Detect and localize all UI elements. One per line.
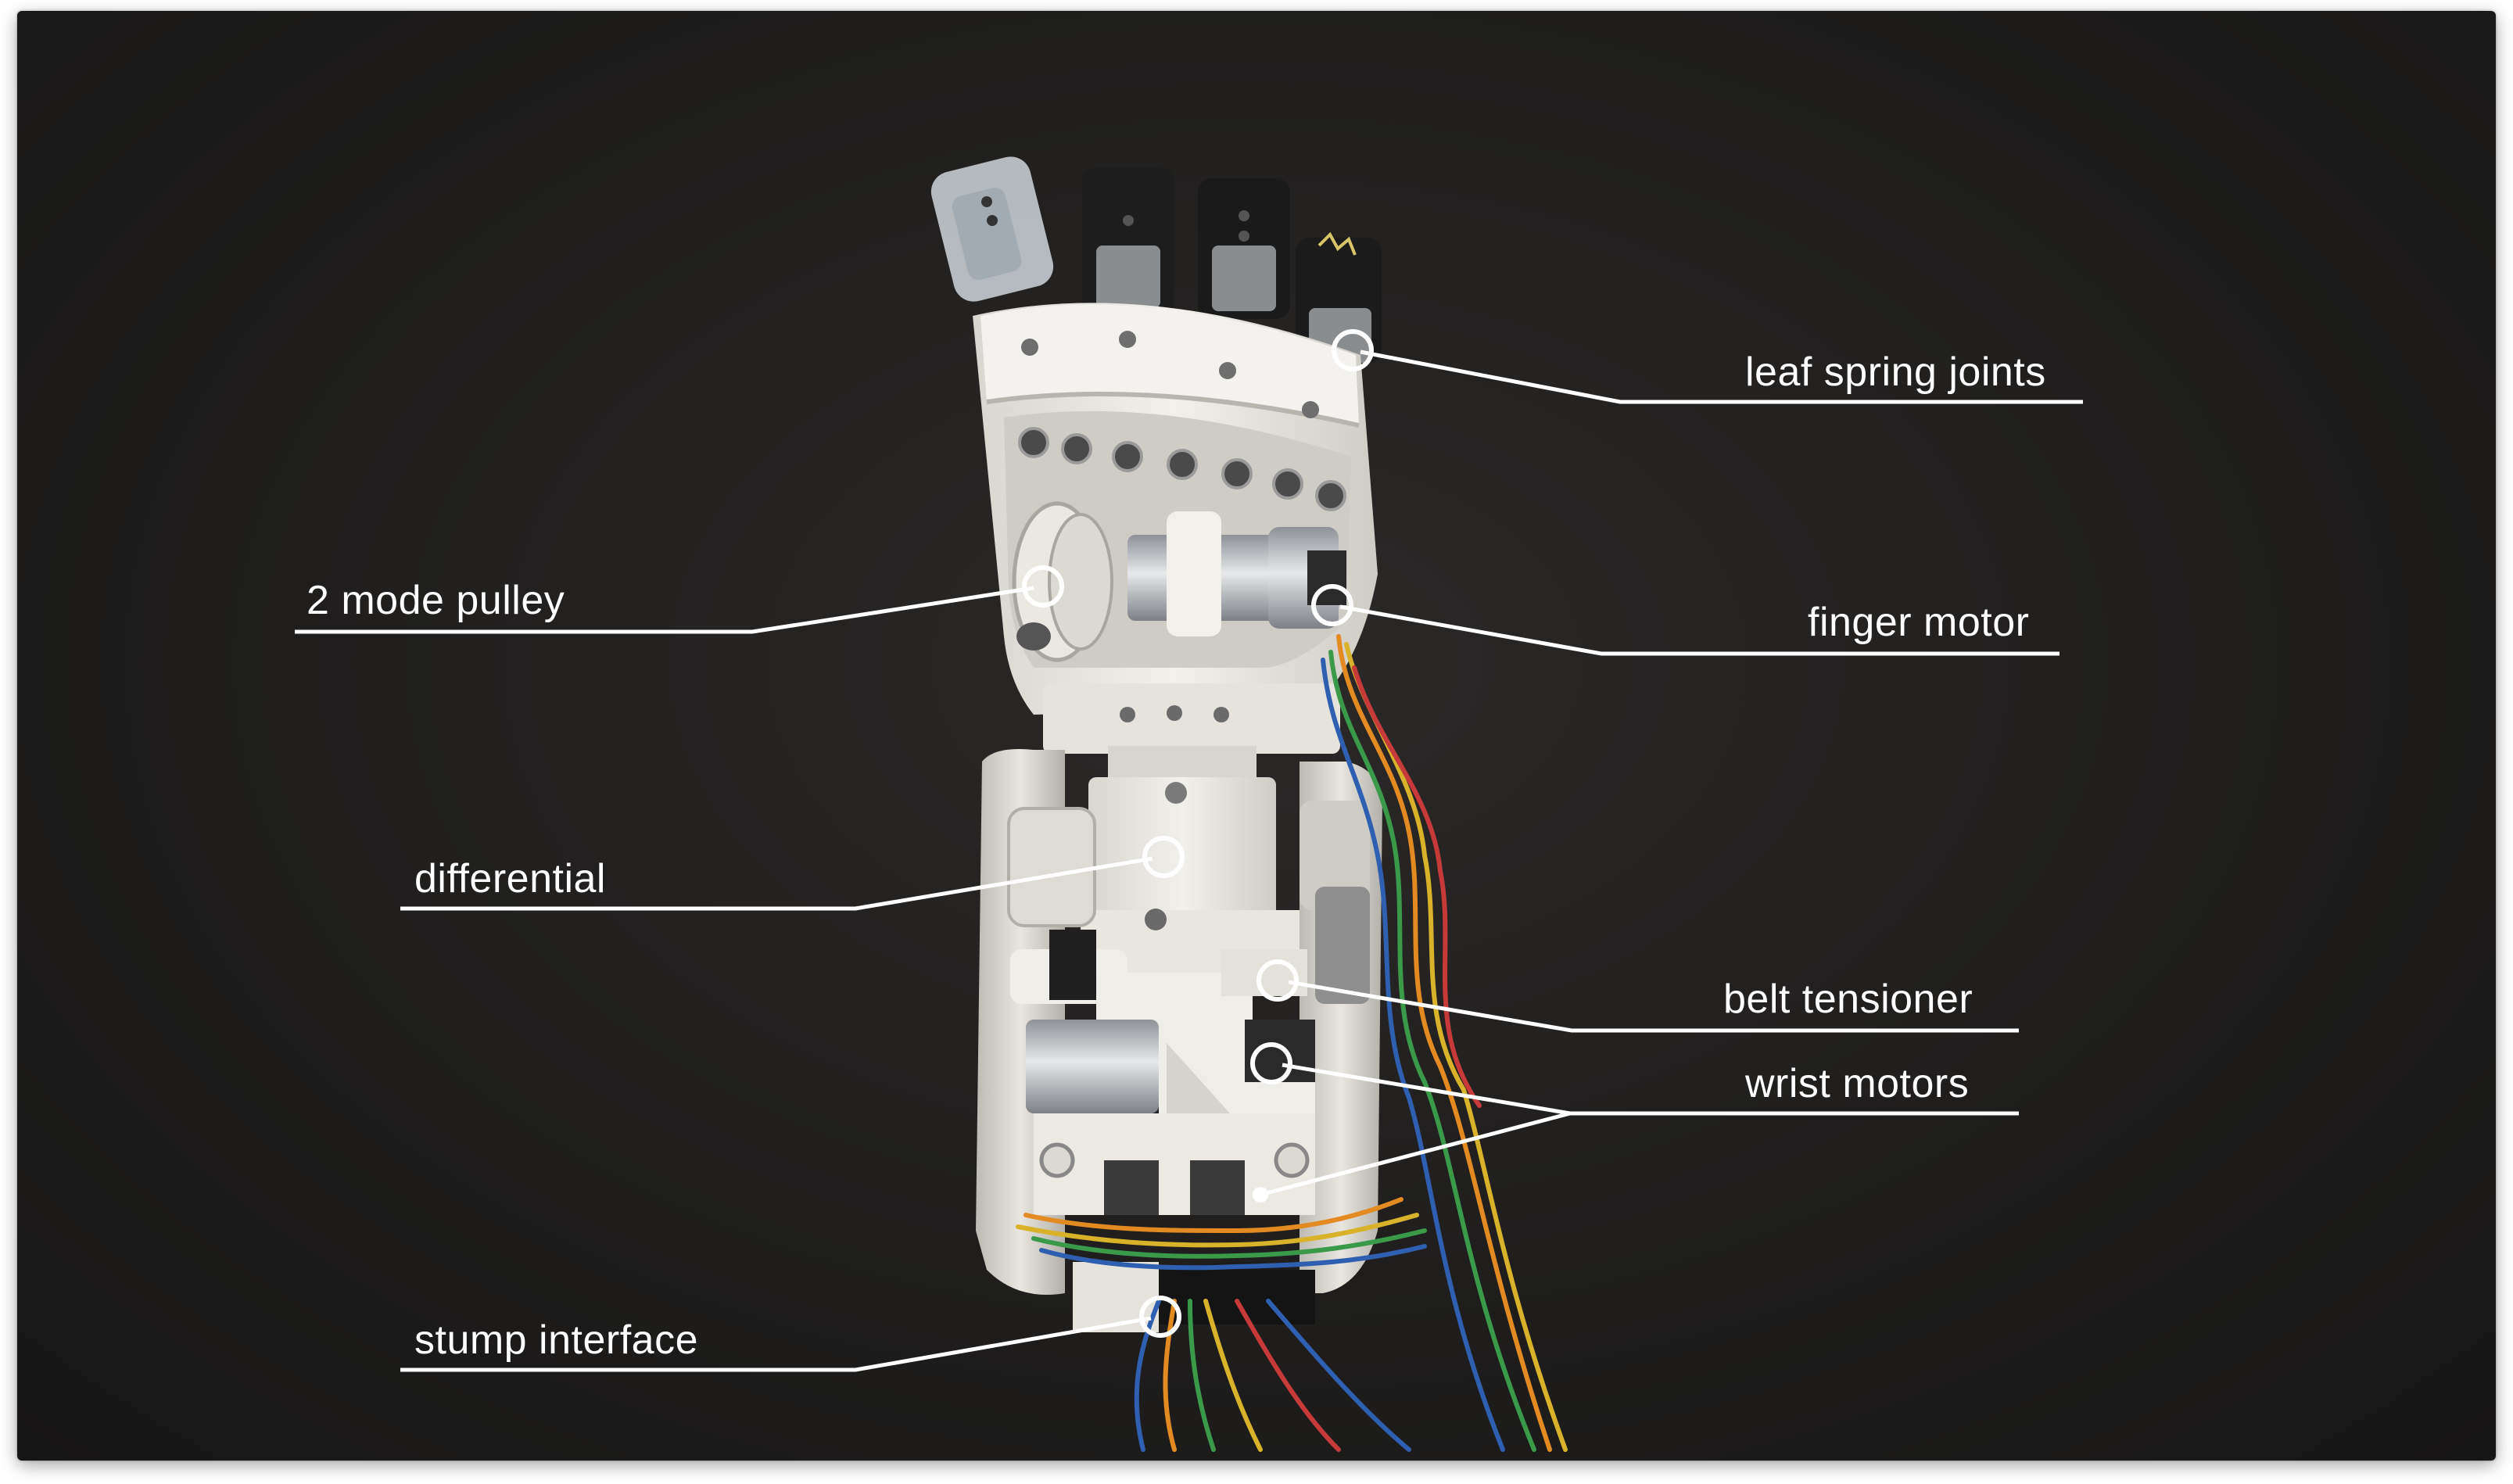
differential-leader xyxy=(400,856,1153,911)
fingers xyxy=(930,156,1382,363)
wrist-motors-leader-2 xyxy=(1260,1111,1571,1197)
label-differential: differential xyxy=(414,856,606,902)
label-stump-interface: stump interface xyxy=(414,1317,698,1363)
index-finger xyxy=(1082,167,1174,316)
label-wrist-motors: wrist motors xyxy=(1745,1061,1970,1106)
label-leaf-spring-joints: leaf spring joints xyxy=(1745,349,2046,395)
finger-motor-leader xyxy=(1339,604,2060,656)
two-mode-pulley-leader xyxy=(295,586,1034,634)
belt-tensioner-marker xyxy=(1256,959,1299,1002)
leaf-spring-joints-marker xyxy=(1332,329,1374,371)
photo-frame: leaf spring joints 2 mode pulley finger … xyxy=(17,11,2496,1461)
middle-finger xyxy=(1198,178,1290,319)
stump-base xyxy=(1073,1262,1315,1332)
prosthetic-hand-photo xyxy=(295,156,2083,1452)
leaf-spring-joints-leader xyxy=(1360,349,2083,404)
stump-interface-leader xyxy=(400,1316,1152,1372)
label-belt-tensioner: belt tensioner xyxy=(1723,977,1973,1022)
label-two-mode-pulley: 2 mode pulley xyxy=(307,578,565,623)
differential-marker xyxy=(1142,836,1185,878)
palm-housing xyxy=(973,303,1378,754)
wrist-motors-dot xyxy=(1253,1187,1268,1203)
belt-tensioner-leader xyxy=(1288,980,2019,1033)
finger-motor-marker xyxy=(1311,584,1353,626)
stump-interface-marker xyxy=(1139,1296,1181,1338)
thumb xyxy=(930,156,1054,302)
label-finger-motor: finger motor xyxy=(1808,600,2030,645)
two-mode-pulley-marker xyxy=(1022,565,1064,608)
annotation-graphics xyxy=(295,329,2083,1372)
wrist-motors-marker xyxy=(1250,1042,1292,1084)
pulley-spool xyxy=(1012,501,1113,662)
